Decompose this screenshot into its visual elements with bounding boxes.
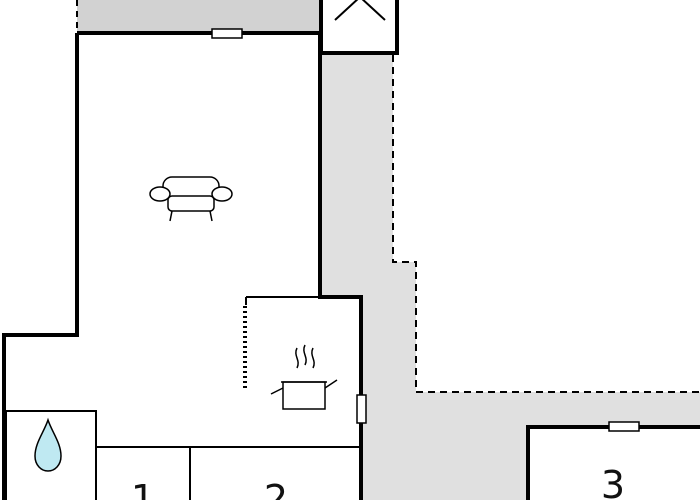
room-3-window bbox=[608, 421, 640, 432]
room-number-3: 3 bbox=[601, 463, 625, 500]
top-terrace bbox=[77, 0, 320, 35]
water-drop-icon bbox=[34, 417, 62, 472]
sofa-icon bbox=[149, 176, 233, 222]
room-number-2: 2 bbox=[264, 477, 288, 500]
kitchen-window bbox=[356, 394, 367, 424]
top-window bbox=[211, 28, 243, 39]
corridor-dashed-boundary bbox=[392, 55, 700, 393]
grey-corridor bbox=[320, 55, 700, 500]
room-3-walls bbox=[526, 425, 700, 500]
room-number-1: 1 bbox=[131, 477, 155, 500]
cooking-pot-icon bbox=[270, 344, 338, 410]
stairs-arrow-icon bbox=[334, 0, 386, 21]
stairs-box bbox=[319, 0, 399, 55]
